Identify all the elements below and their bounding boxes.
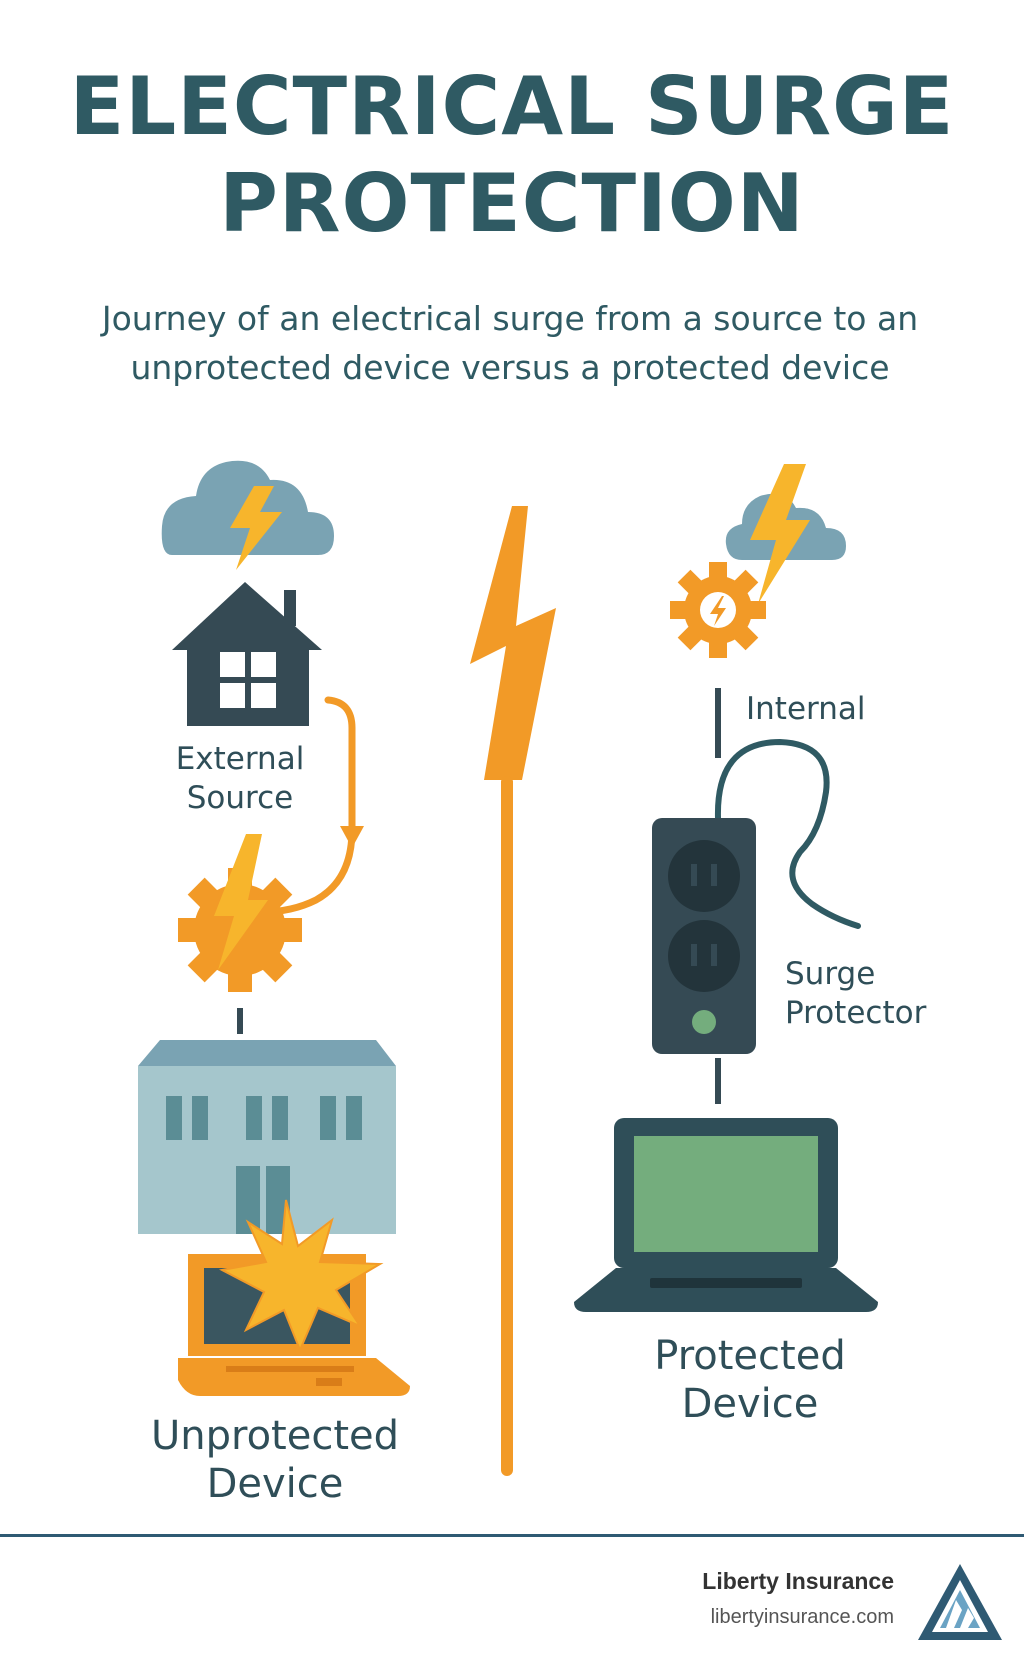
footer-divider bbox=[0, 1534, 1024, 1537]
center-lightning-icon bbox=[470, 506, 556, 1476]
power-strip-icon bbox=[652, 818, 756, 1054]
external-source-line-1: External bbox=[175, 741, 305, 777]
external-source-line-2: Source bbox=[186, 780, 294, 816]
surge-protector-line-1: Surge bbox=[785, 956, 876, 992]
protected-device-label: Protected Device bbox=[615, 1332, 885, 1428]
surge-protector-line-2: Protector bbox=[785, 995, 927, 1031]
gear-bolt-icon bbox=[670, 562, 766, 658]
building-icon bbox=[138, 1040, 396, 1234]
power-cord bbox=[714, 738, 861, 929]
house-icon bbox=[172, 582, 322, 726]
protected-device-line-1: Protected bbox=[654, 1333, 846, 1379]
unprotected-device-line-2: Device bbox=[206, 1461, 344, 1507]
illustration bbox=[138, 460, 878, 1476]
protected-device-line-2: Device bbox=[681, 1381, 819, 1427]
surge-protector-label: Surge Protector bbox=[785, 955, 926, 1033]
brand-name: Liberty Insurance bbox=[702, 1568, 894, 1594]
laptop-icon bbox=[574, 1118, 878, 1312]
broken-laptop-icon bbox=[178, 1199, 410, 1396]
liberty-logo-icon bbox=[918, 1564, 1002, 1640]
page-title: ELECTRICAL SURGE PROTECTION bbox=[0, 58, 1024, 252]
title-line-2: PROTECTION bbox=[219, 157, 805, 250]
unprotected-device-line-1: Unprotected bbox=[150, 1413, 400, 1459]
storm-cloud-icon bbox=[725, 464, 846, 604]
surge-path-line bbox=[258, 696, 356, 916]
storm-cloud-icon bbox=[161, 460, 334, 570]
title-line-1: ELECTRICAL SURGE bbox=[69, 60, 955, 153]
external-source-label: External Source bbox=[160, 740, 320, 818]
internal-source-label: Internal bbox=[746, 691, 866, 727]
subtitle: Journey of an electrical surge from a so… bbox=[101, 299, 919, 387]
brand-url: libertyinsurance.com bbox=[710, 1606, 894, 1628]
unprotected-device-label: Unprotected Device bbox=[125, 1412, 425, 1508]
